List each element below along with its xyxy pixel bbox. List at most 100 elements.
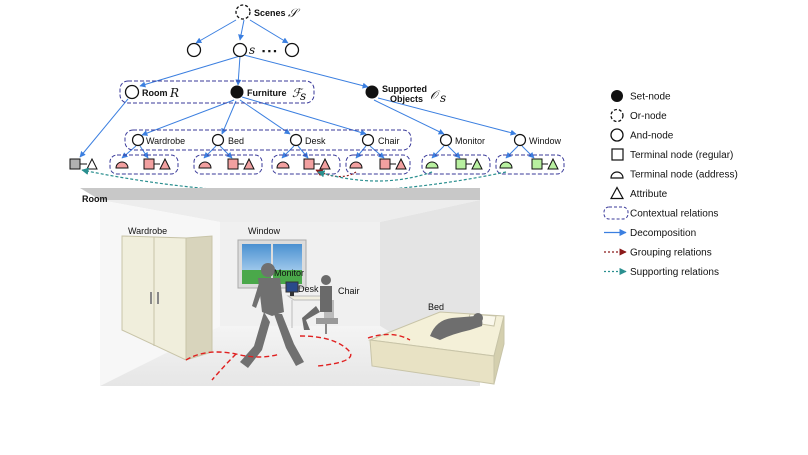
terminal-regular-icon [611, 148, 624, 161]
attribute-wardrobe [159, 157, 171, 170]
legend-label: Attribute [630, 189, 668, 200]
chair-and-node [361, 133, 375, 147]
legend-label: Decomposition [630, 228, 696, 239]
leaf-box-monitor [421, 154, 491, 175]
address-terminal-bed [198, 161, 212, 169]
legend-item-terminal-regular: Terminal node (regular) [611, 148, 733, 161]
monitor-label: Monitor [455, 136, 485, 146]
legend-label: And-node [630, 131, 674, 142]
furniture-subscript: s [300, 89, 306, 103]
room-terminal [69, 157, 98, 170]
regular-terminal-window [531, 158, 543, 170]
leaf-groups [109, 154, 565, 175]
legend-item-attribute: Attribute [609, 186, 668, 200]
room-label: Room [142, 88, 168, 98]
regular-terminal-monitor [455, 158, 467, 170]
and-node-icon [610, 128, 624, 142]
address-terminal-monitor [425, 161, 439, 169]
scenes-symbol: 𝒮 [288, 6, 301, 20]
attribute-desk [319, 157, 331, 170]
scene-walking-person [240, 263, 304, 368]
wardrobe-label: Wardrobe [146, 136, 185, 146]
terminal-address-icon [610, 171, 624, 179]
scene-room-label: Room [82, 194, 108, 204]
scene-bed-label: Bed [428, 302, 444, 312]
regular-terminal-desk [303, 158, 315, 170]
and-node-s [232, 42, 248, 58]
bed-label: Bed [228, 136, 244, 146]
attribute-bed [243, 157, 255, 170]
scene-wardrobe-label: Wardrobe [128, 226, 167, 236]
supported-symbol: 𝒪 [430, 88, 441, 102]
furniture-label: Furniture [247, 88, 287, 98]
and-node-right [284, 42, 300, 58]
legend-label: Supporting relations [630, 267, 719, 278]
address-terminal-wardrobe [115, 161, 129, 169]
scene-bed [368, 311, 505, 385]
legend-label: Contextual relations [630, 209, 718, 220]
legend-item-set-node: Set-node [611, 90, 671, 103]
furniture-symbol: ℱ [292, 86, 304, 100]
ellipsis: ▪ ▪ ▪ [262, 46, 277, 56]
legend-item-terminal-address: Terminal node (address) [610, 170, 738, 181]
supported-set-node [365, 85, 379, 99]
human-trajectories [185, 333, 411, 381]
legend-label: Terminal node (address) [630, 170, 738, 181]
supported-label-1: Supported [382, 84, 427, 94]
contextual-box-furniture [124, 129, 412, 151]
desk-label: Desk [305, 136, 326, 146]
attribute-window [547, 157, 559, 170]
scene-chair-label: Chair [338, 286, 360, 296]
scene-monitor-label: Monitor [274, 268, 304, 278]
regular-terminal-bed [227, 158, 239, 170]
room-symbol: R [169, 86, 179, 100]
legend-item-decomposition-arrow: Decomposition [604, 228, 696, 239]
supporting-relation-monitor-desk [317, 170, 433, 182]
legend-item-or-node: Or-node [610, 108, 667, 123]
scene-sitting-person [302, 275, 332, 330]
contextual-box-level3 [119, 80, 315, 104]
legend-item-grouping-arrow: Grouping relations [604, 248, 712, 259]
scene-monitor-shape [285, 281, 299, 293]
parse-tree: Scenes 𝒮 s ▪ ▪ ▪ Room R Furniture ℱ s Su… [69, 4, 565, 194]
leaf-box-chair [345, 154, 411, 175]
scene-desk-label: Desk [298, 284, 319, 294]
s-symbol: s [249, 43, 255, 57]
regular-terminal-wardrobe [143, 158, 155, 170]
legend-item-supporting-arrow: Supporting relations [604, 267, 719, 278]
address-terminal-window [499, 161, 513, 169]
room-and-node [124, 84, 140, 100]
wardrobe-and-node [131, 133, 145, 147]
furniture-set-node [230, 85, 244, 99]
legend-label: Terminal node (regular) [630, 150, 733, 161]
attribute-icon [609, 186, 625, 200]
and-node-left [186, 42, 202, 58]
room-scene: Room Wardrobe Window Monitor Desk Chair … [80, 188, 560, 386]
supported-subscript: s [440, 91, 446, 105]
desk-and-node [289, 133, 303, 147]
window-label: Window [529, 136, 562, 146]
leaf-box-bed [193, 154, 263, 175]
attribute-monitor [471, 157, 483, 170]
window-and-node [513, 133, 527, 147]
legend-label: Grouping relations [630, 248, 712, 259]
leaf-box-desk [271, 154, 341, 175]
regular-terminal-chair [379, 158, 391, 170]
scene-window-label: Window [248, 226, 281, 236]
legend-item-and-node: And-node [610, 128, 674, 142]
attribute-chair [395, 157, 407, 170]
leaf-box-window [495, 154, 565, 175]
legend-label: Or-node [630, 111, 667, 122]
scenes-label: Scenes [254, 8, 286, 18]
scenes-or-node [235, 4, 251, 20]
address-terminal-chair [349, 161, 363, 169]
legend-item-contextual: Contextual relations [603, 206, 718, 220]
address-terminal-desk [276, 161, 290, 169]
or-node-icon [610, 108, 624, 123]
legend-label: Set-node [630, 92, 671, 103]
monitor-and-node [439, 133, 453, 147]
set-node-icon [611, 90, 623, 102]
bed-and-node [211, 133, 225, 147]
